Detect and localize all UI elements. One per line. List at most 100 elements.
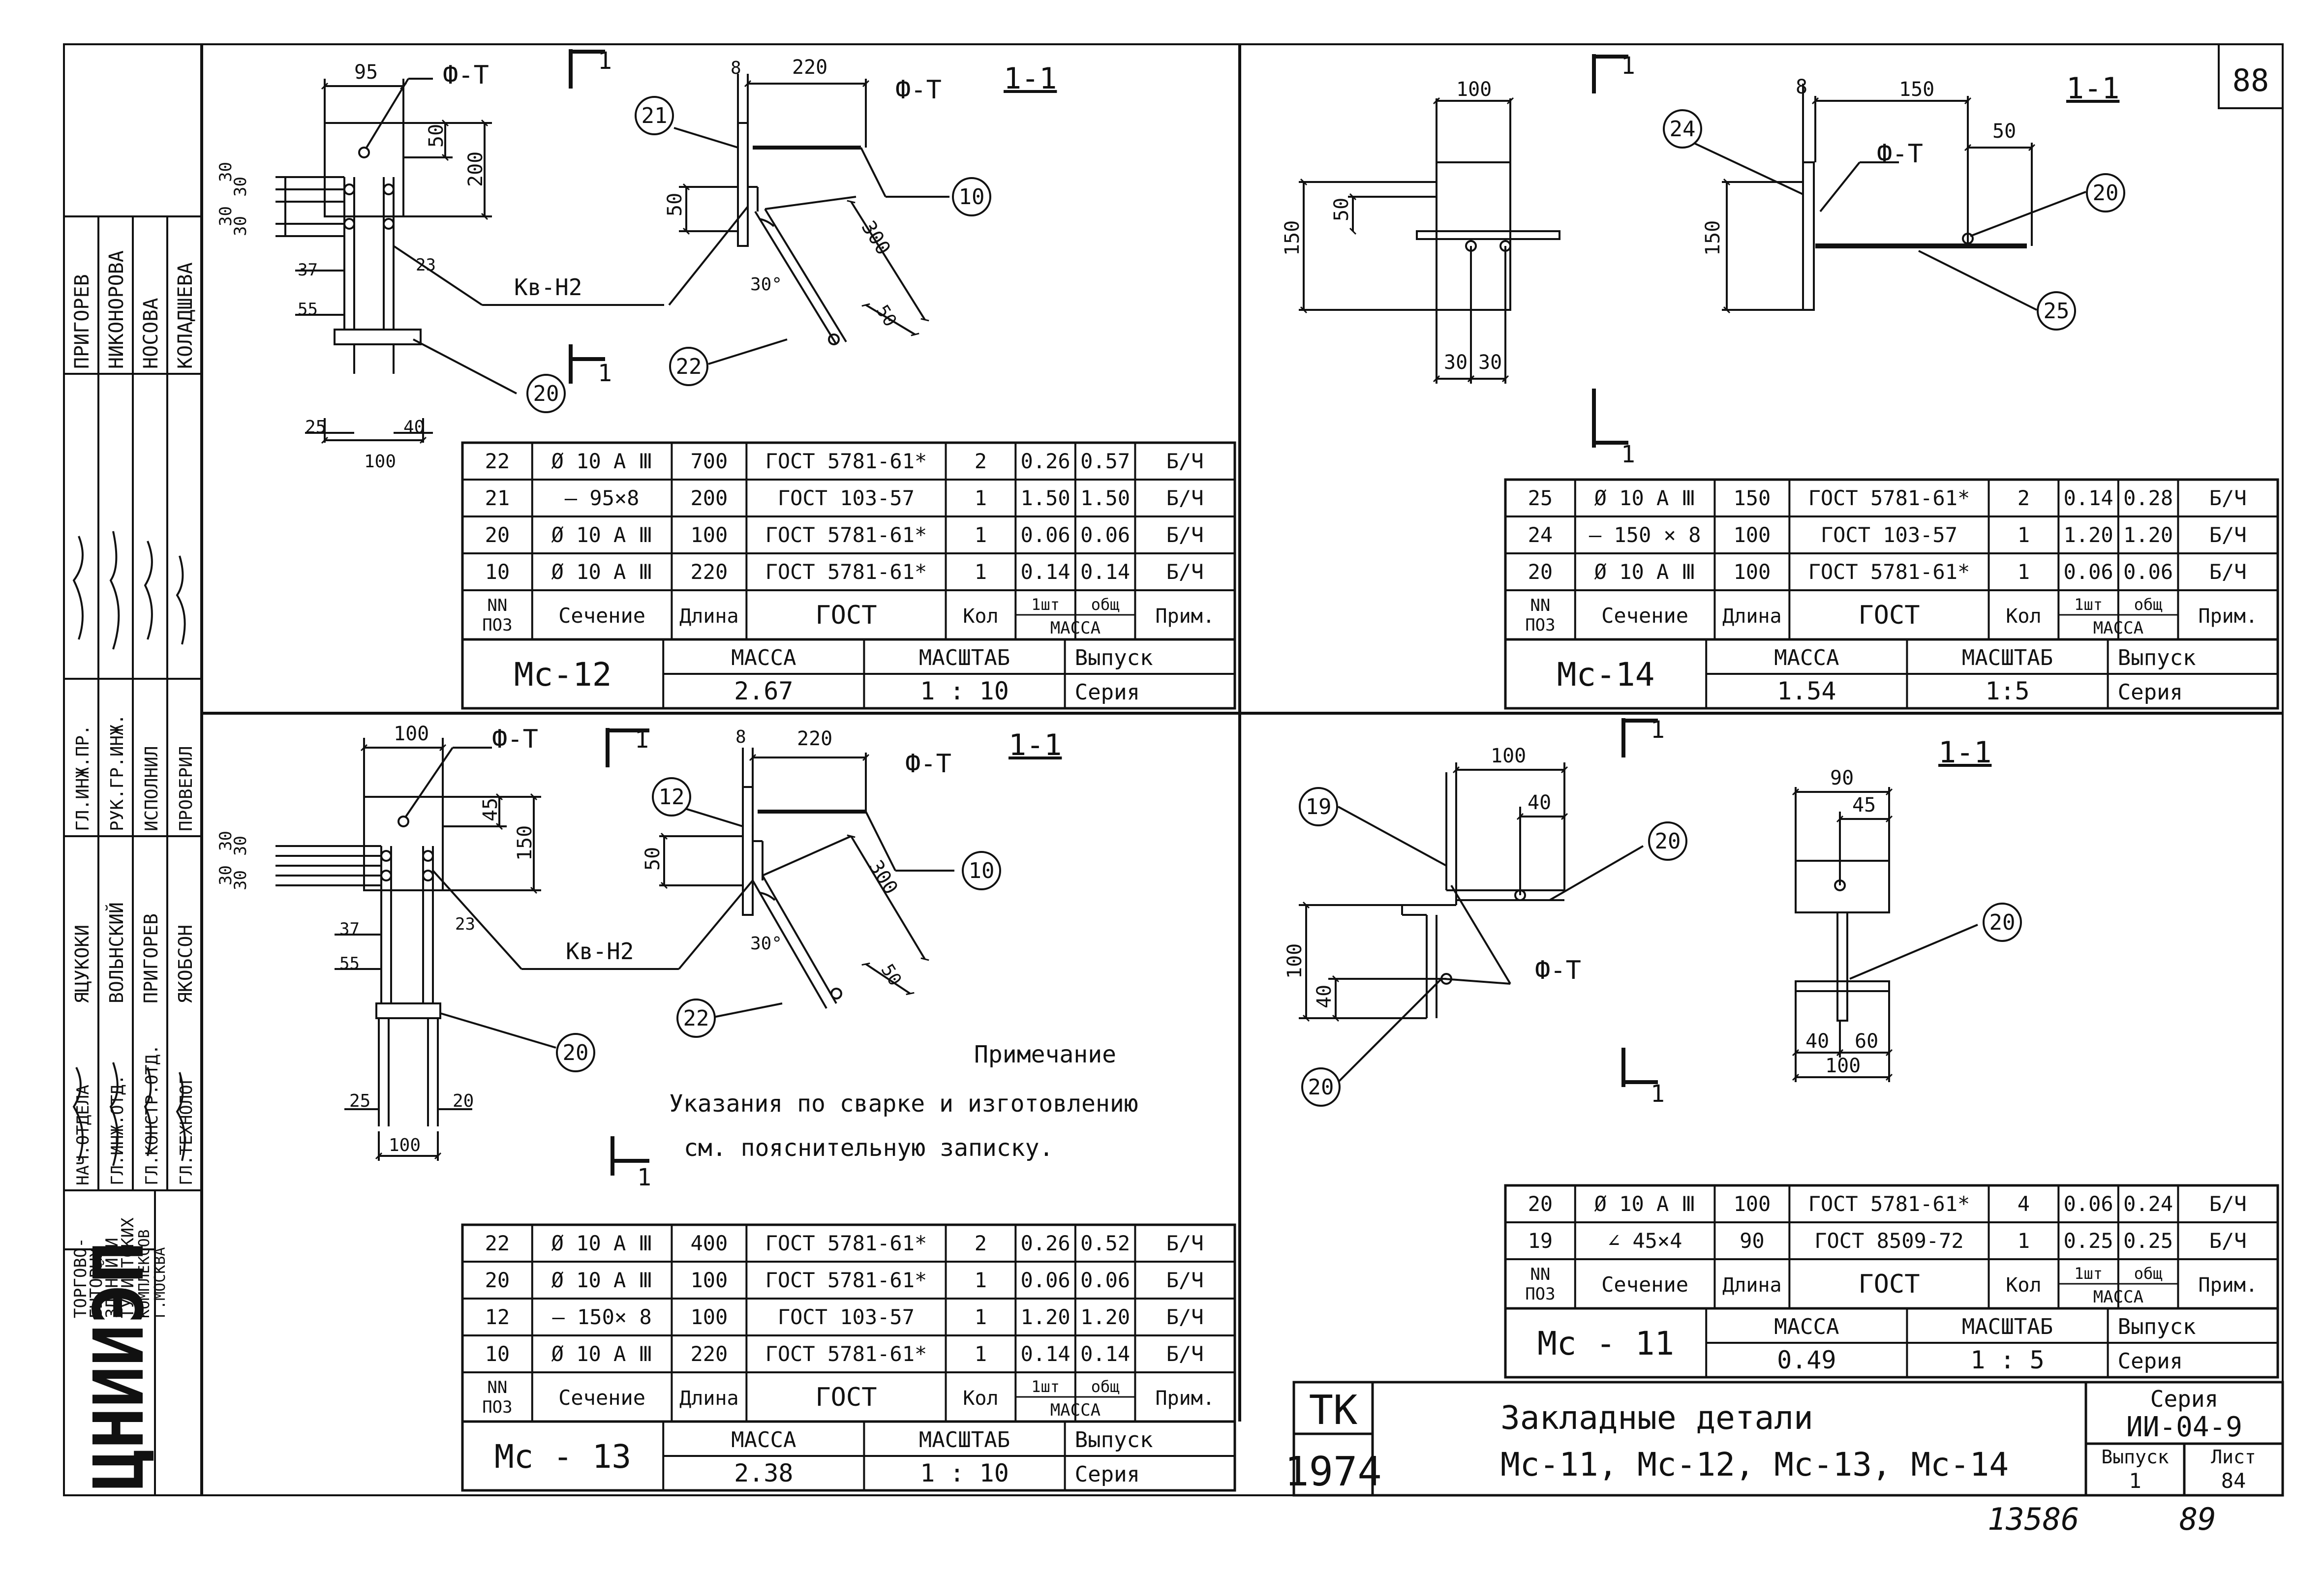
mc14-cell: Б/Ч — [2209, 486, 2247, 510]
org-line: Г.МОСКВА — [152, 1247, 169, 1319]
mc11-dim: 40 — [1313, 985, 1336, 1008]
callout-21: 21 — [642, 103, 668, 128]
mc14-dim: 100 — [1456, 78, 1492, 101]
hdr-poz: ПОЗ — [482, 615, 512, 635]
mc11-cell: Б/Ч — [2209, 1229, 2247, 1253]
callout-20: 20 — [1989, 910, 2016, 935]
hdr-poz: ПОЗ — [1525, 1284, 1555, 1304]
hdr-total: общ — [2134, 1264, 2163, 1283]
lbl-series: Серия — [1075, 680, 1140, 705]
mc11-mass: 0.49 — [1777, 1346, 1836, 1374]
hdr-total: общ — [2134, 595, 2163, 614]
mc13-dim: 300 — [864, 856, 902, 899]
mc12-cell: ГОСТ 5781-61* — [765, 449, 927, 473]
lbl-series: Серия — [2118, 680, 2183, 705]
stamp-role: ГЛ.ИНЖ.ПР. — [73, 725, 93, 831]
mc13-dim: 100 — [389, 1135, 421, 1155]
mc11-dim: 40 — [1805, 1030, 1829, 1053]
mc13-cell: Ø 10 А Ⅲ — [551, 1231, 653, 1255]
stamp-name: ПРИГОРЕВ — [71, 274, 93, 369]
mc12-plan-view — [275, 49, 664, 444]
mc14-cell: 1 — [2018, 523, 2030, 547]
main-title-block: ТК 1974 Закладные детали Мс-11, Мс-12, М… — [1284, 1381, 2284, 1497]
tk-label: ТК — [1309, 1387, 1358, 1434]
mc12-cell: 10 — [485, 560, 510, 584]
mc14-dim: 30 — [1478, 351, 1502, 374]
mc12-dim: 37 — [298, 260, 318, 280]
stamp-role: ИСПОЛНИЛ — [142, 746, 162, 831]
mc13-cell: 0.52 — [1080, 1231, 1130, 1255]
lbl-issue: Выпуск — [2118, 645, 2196, 670]
mc14-dim: 30 — [1444, 351, 1468, 374]
mc14-section-view — [1682, 84, 2086, 314]
mc13-dim: 37 — [339, 919, 360, 939]
mc12-dim: 55 — [298, 300, 318, 319]
mc13-cell: 2 — [975, 1231, 987, 1255]
callout-20: 20 — [1655, 829, 1681, 854]
mc13-dim: 220 — [797, 727, 832, 750]
hdr-note: Прим. — [1155, 1387, 1214, 1410]
org-line: БЫТОВЫХ — [87, 1247, 106, 1318]
signatures-lower — [72, 1062, 186, 1166]
lbl-scale: МАСШТАБ — [919, 1427, 1010, 1453]
mc11-dim: 45 — [1852, 794, 1876, 817]
hdr-nn: NN — [487, 596, 507, 615]
mc11-cell: 19 — [1528, 1229, 1553, 1253]
mc12-section-mark: 1 — [598, 360, 612, 387]
mc13-mass: 2.38 — [734, 1459, 793, 1487]
mc13-ft-label: Ф-Т — [492, 725, 538, 754]
mc13-note: Примечание Указания по сварке и изготовл… — [669, 1041, 1138, 1162]
mc13-dim: 20 — [453, 1091, 474, 1111]
hdr-nn: NN — [1530, 596, 1550, 615]
org-line: ЗДАНИЙ И — [102, 1238, 122, 1318]
mc14-section-title: 1-1 — [2066, 71, 2119, 106]
callout-19: 19 — [1306, 794, 1332, 819]
hdr-poz: ПОЗ — [482, 1397, 512, 1417]
mc14-dim: 50 — [1330, 198, 1353, 221]
callout-25: 25 — [2044, 299, 2070, 324]
mc14-cell: 100 — [1733, 560, 1771, 584]
hdr-mass: МАССА — [1050, 618, 1101, 638]
hdr-nn: NN — [487, 1378, 507, 1397]
mc14-cell: 0.14 — [2064, 486, 2113, 510]
mc11-callouts — [1299, 787, 2022, 1107]
mc12-cell: 1.50 — [1080, 486, 1130, 510]
mc12-cell: 0.06 — [1080, 523, 1130, 547]
year-label: 1974 — [1284, 1449, 1381, 1495]
mc12-dim: 200 — [464, 151, 487, 187]
mc13-cell: Б/Ч — [1166, 1231, 1204, 1255]
mc13-labels: 100 Ф-Т 45 150 30 30 30 30 37 55 23 25 2… — [216, 723, 1062, 1191]
mc11-ft-label: Ф-Т — [1535, 956, 1581, 985]
mc11-cell: 90 — [1740, 1229, 1765, 1253]
mc14-cell: 100 — [1733, 523, 1771, 547]
mc12-cell: 700 — [690, 449, 728, 473]
mc13-cell: Б/Ч — [1166, 1342, 1204, 1366]
hdr-note: Прим. — [1155, 605, 1214, 628]
lbl-scale: МАСШТАБ — [1962, 645, 2053, 670]
mc12-cell: 1.50 — [1021, 486, 1070, 510]
archive-number: 13586 — [1988, 1501, 2079, 1537]
hdr-gost: ГОСТ — [815, 1383, 877, 1412]
mc11-cell: 4 — [2018, 1192, 2030, 1216]
mc12-dim: 220 — [792, 56, 827, 79]
hdr-nn: NN — [1530, 1265, 1550, 1284]
mc11-cell: Б/Ч — [2209, 1192, 2247, 1216]
org-logo: ЦНИИЭП — [79, 1241, 159, 1490]
hdr-qty: Кол — [963, 605, 998, 628]
stamp-role: НАЧ.ОТДЕЛА — [73, 1085, 93, 1185]
stamp-name: НОСОВА — [140, 298, 162, 369]
org-line: ТУРИСТСКИХ — [118, 1217, 138, 1318]
lbl-mass: МАССА — [731, 1427, 796, 1453]
mc13-cell: Ø 10 А Ⅲ — [551, 1342, 653, 1366]
org-line: КОМПЛЕКСОВ — [136, 1229, 153, 1318]
hdr-section: Сечение — [558, 604, 645, 628]
hdr-length: Длина — [1722, 1274, 1781, 1297]
hdr-gost: ГОСТ — [815, 601, 877, 630]
mc13-cell: 100 — [690, 1305, 728, 1329]
callout-20: 20 — [533, 381, 559, 406]
mc11-dim: 90 — [1830, 767, 1854, 789]
mc11-cell: 0.25 — [2123, 1229, 2173, 1253]
mc12-dim: 25 — [305, 417, 326, 437]
side-stamp: ПРИГОРЕВ НИКОНОРОВА НОСОВА КОЛАДШЕВА ГЛ.… — [64, 215, 202, 1495]
hdr-note: Прим. — [2198, 1274, 2257, 1297]
